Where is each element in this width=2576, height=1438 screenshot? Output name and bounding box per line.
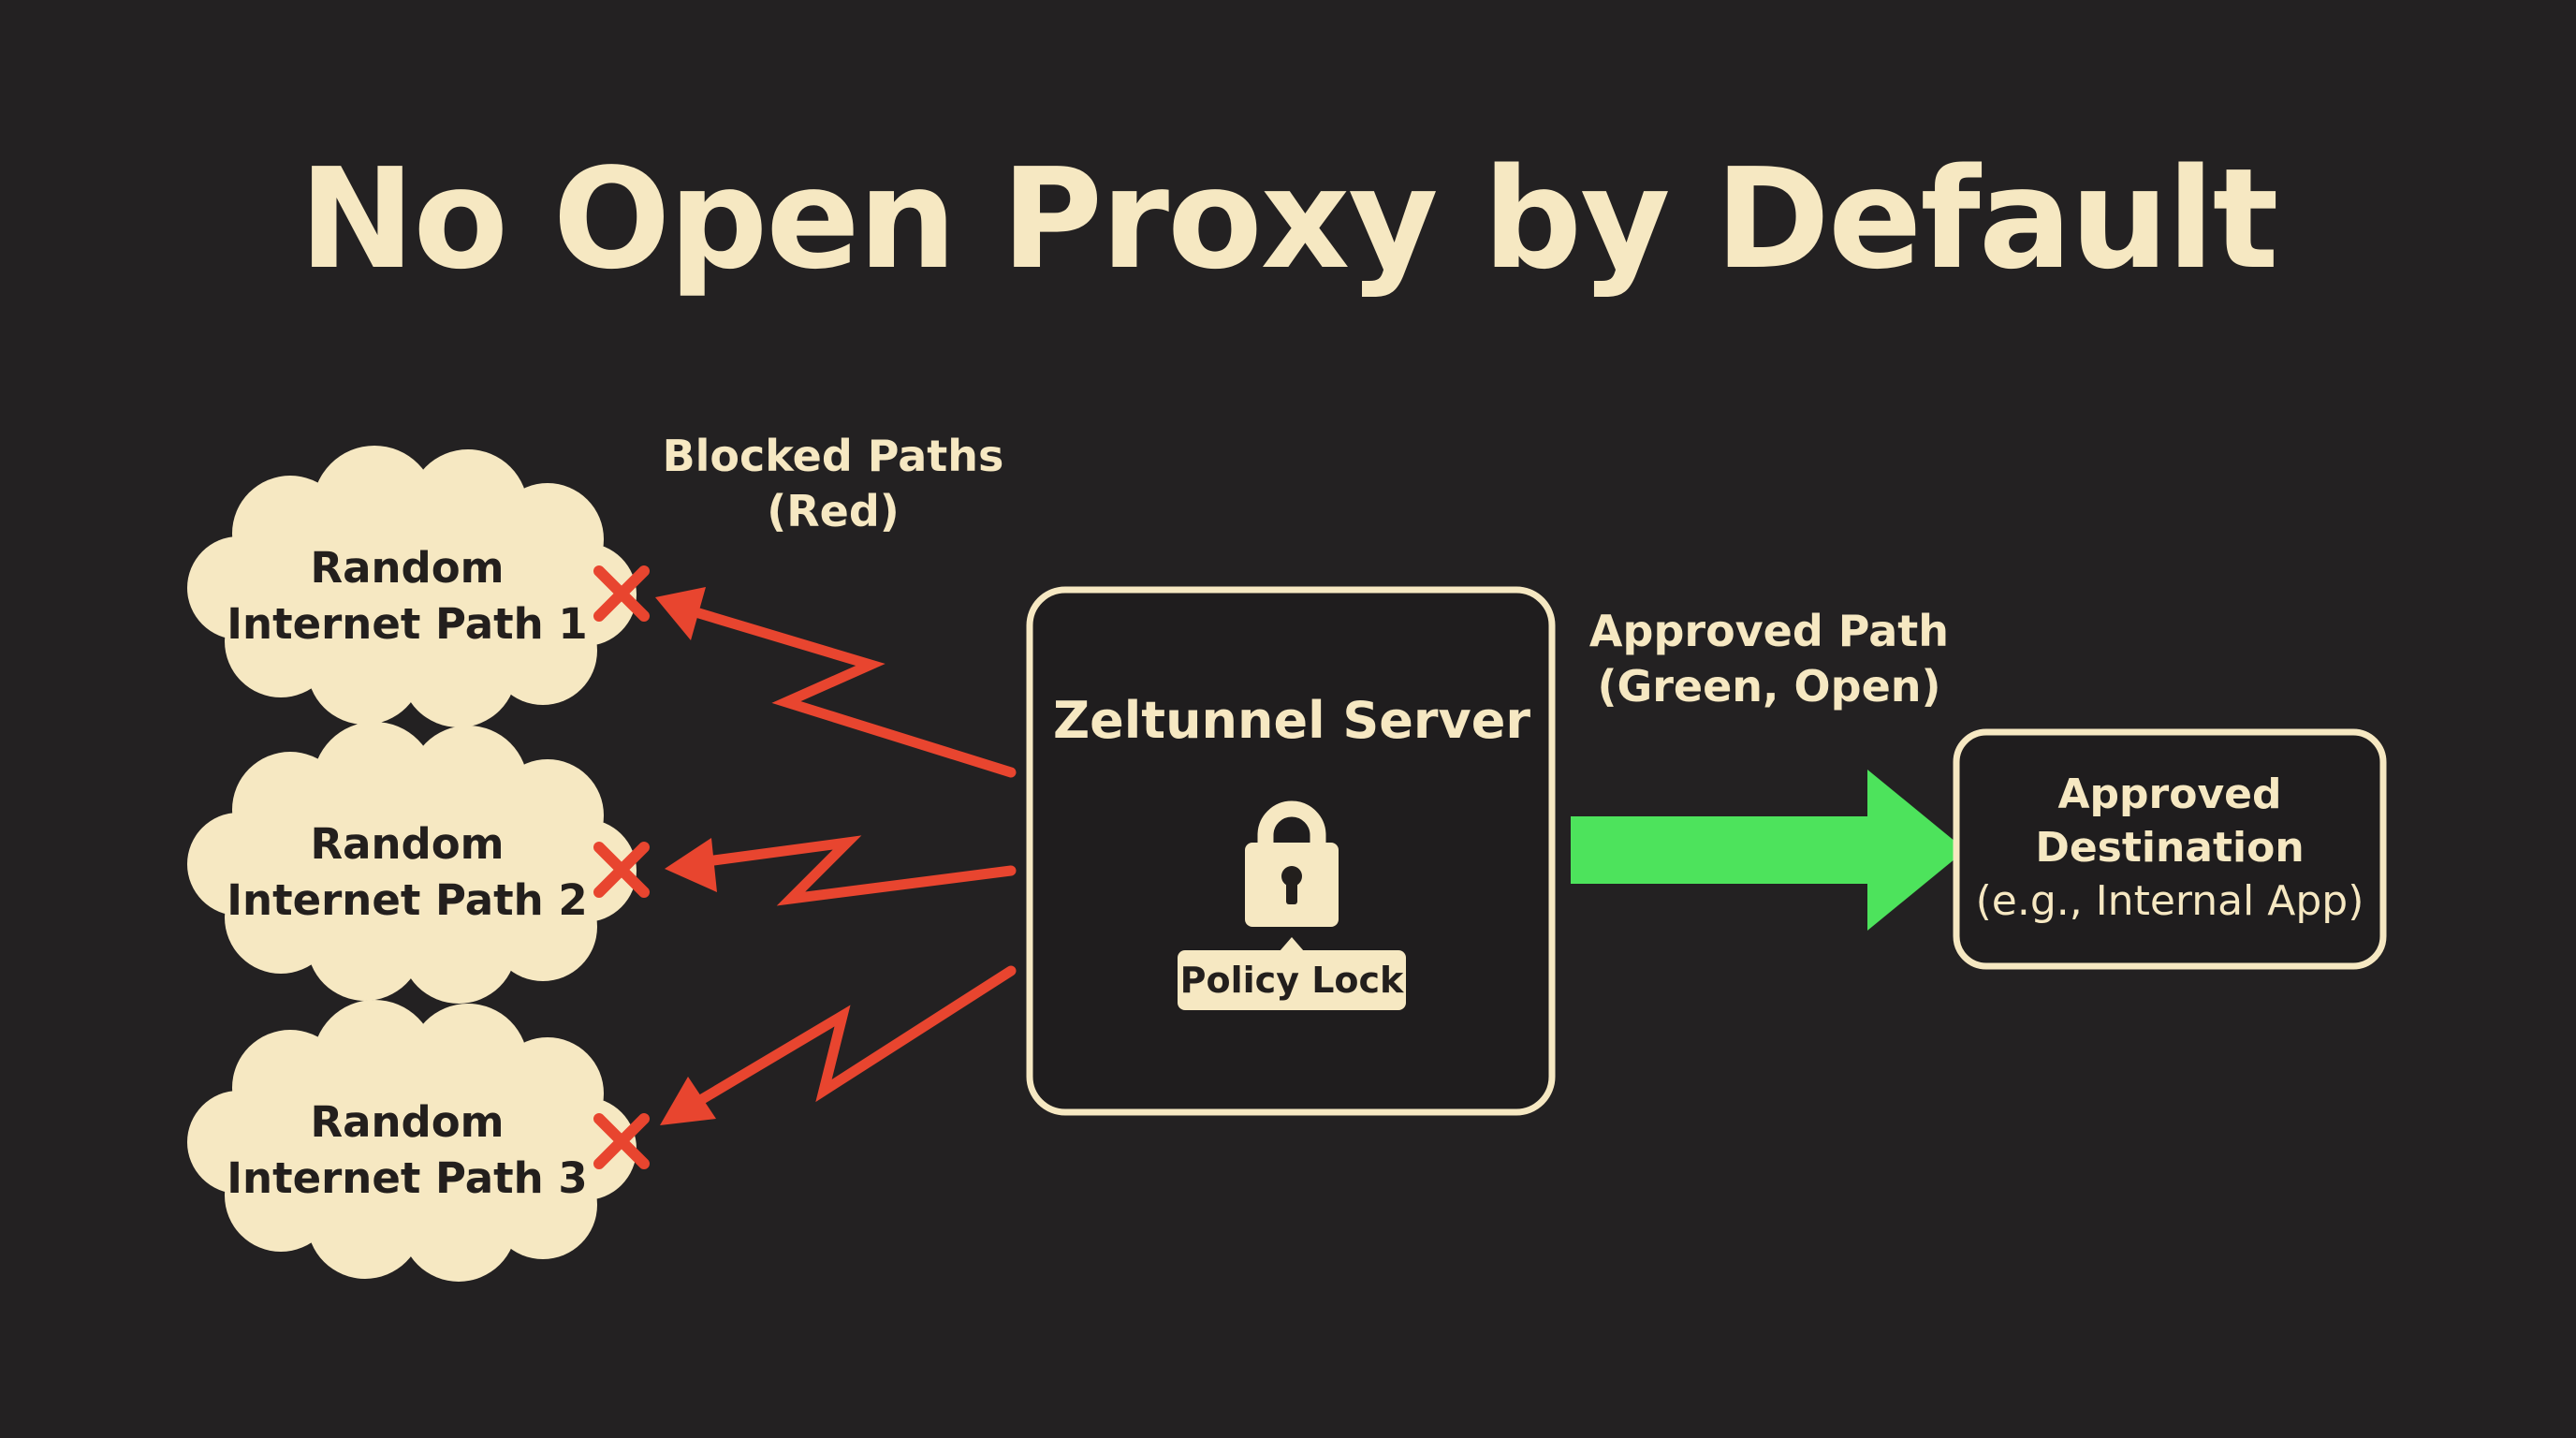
padlock-icon xyxy=(1245,800,1339,927)
approved-arrow xyxy=(1571,770,1966,931)
destination-box xyxy=(1953,728,2387,970)
policy-lock-tag: Policy Lock xyxy=(1178,950,1406,1010)
destination-line2: Destination xyxy=(2035,824,2305,873)
x-mark-icon xyxy=(593,842,650,898)
cloud-1-label: Random Internet Path 1 xyxy=(192,540,622,653)
blocked-arrowhead-2 xyxy=(665,838,717,892)
x-mark-icon xyxy=(593,565,650,622)
cloud-3-line2: Internet Path 3 xyxy=(227,1153,588,1204)
blocked-arrowhead-3 xyxy=(660,1077,716,1125)
approved-path-label: Approved Path (Green, Open) xyxy=(1554,604,1984,714)
approved-label-line1: Approved Path xyxy=(1588,606,1950,656)
blocked-arrow-1 xyxy=(678,603,1017,778)
cloud-2-line2: Internet Path 2 xyxy=(227,875,588,926)
blocked-arrows xyxy=(678,603,1017,1110)
destination-line3: (e.g., Internal App) xyxy=(1975,877,2364,926)
x-mark-icon xyxy=(593,1113,650,1169)
cloud-3-label: Random Internet Path 3 xyxy=(192,1094,622,1208)
server-title: Zeltunnel Server xyxy=(1053,691,1530,750)
policy-tag-pointer xyxy=(1280,937,1304,951)
blocked-label-line1: Blocked Paths xyxy=(662,431,1004,481)
blocked-arrow-3 xyxy=(687,965,1017,1110)
blocked-label-line2: (Red) xyxy=(767,485,900,536)
page-title: No Open Proxy by Default xyxy=(299,139,2279,300)
destination-label: Approved Destination (e.g., Internal App… xyxy=(1956,768,2383,929)
cloud-3-line1: Random xyxy=(310,1097,505,1147)
cloud-2-label: Random Internet Path 2 xyxy=(192,816,622,930)
cloud-1-line2: Internet Path 1 xyxy=(227,599,588,650)
blocked-paths-label: Blocked Paths (Red) xyxy=(646,429,1020,539)
blocked-arrow-2 xyxy=(701,835,1017,906)
cloud-2-line1: Random xyxy=(310,819,505,869)
cloud-1-line1: Random xyxy=(310,543,505,593)
destination-line1: Approved xyxy=(2057,770,2282,818)
blocked-arrowhead-1 xyxy=(655,587,706,640)
approved-label-line2: (Green, Open) xyxy=(1597,660,1941,712)
x-mark-icons xyxy=(593,565,650,1169)
blocked-arrowheads xyxy=(655,587,717,1125)
